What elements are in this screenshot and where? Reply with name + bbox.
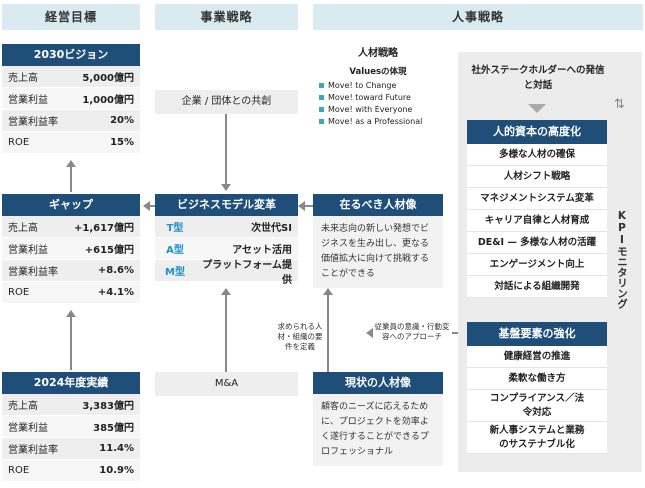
arrow-up-icon	[221, 288, 231, 295]
stakeholder-box: 社外ステークホルダーへの発信と対話	[471, 65, 605, 91]
current-talent-title: 現状の人材像	[313, 372, 443, 394]
value-item: Move! toward Future	[319, 92, 437, 104]
header-business: 事業戦略	[155, 4, 298, 30]
current-talent-card: 現状の人材像 顧客のニーズに応えるために、プロジェクトを効率よく遂行することがで…	[313, 372, 443, 466]
value-item: Move! as a Professional	[319, 116, 437, 128]
arrow-down-icon	[221, 184, 231, 191]
list-item: マネジメントシステム変革	[467, 188, 607, 210]
talent-strategy-box: 人材戦略 Valuesの体現 Move! to Change Move! tow…	[313, 40, 443, 132]
ideal-talent-text: 未来志向の新しい発想でビジネスを生み出し、更なる価値拡大に向けて挑戦することがで…	[313, 216, 443, 288]
ideal-talent-title: 在るべき人材像	[313, 194, 443, 216]
triangle-down-icon	[528, 104, 546, 113]
list-item: T型次世代SI	[155, 216, 298, 238]
arrow-left-icon	[366, 328, 373, 338]
human-capital-card: 人的資本の高度化 多様な人材の確保 人材シフト戦略 マネジメントシステム変革 キ…	[467, 120, 607, 298]
connector-line	[150, 205, 155, 207]
values-title: Valuesの体現	[349, 67, 407, 77]
talent-strategy-title: 人材戦略	[358, 48, 398, 59]
current-talent-text: 顧客のニーズに応えるために、プロジェクトを効率よく遂行することができるプロフェッ…	[313, 394, 443, 466]
gap-table: 売上高+1,617億円 営業利益+615億円 営業利益率+8.6% ROE+4.…	[2, 216, 140, 304]
list-item: 新人事システムと業務のサステナブル化	[467, 422, 607, 454]
arrow-left-icon	[143, 201, 150, 211]
define-requirements-note: 求められる人材・組織の要件を定義	[277, 322, 323, 351]
list-item: キャリア自律と人材育成	[467, 210, 607, 232]
arrow-left-icon	[298, 201, 305, 211]
header-hr: 人事戦略	[313, 4, 643, 30]
table-row: ROE+4.1%	[2, 282, 140, 304]
foundation-title: 基盤要素の強化	[467, 322, 607, 346]
connector-line	[70, 316, 72, 370]
list-item: DE&I — 多様な人材の活躍	[467, 232, 607, 254]
business-transform-card: ビジネスモデル変革 T型次世代SI A型アセット活用 M型プラットフォーム提供	[155, 194, 298, 286]
sync-arrows-icon: ⇅	[614, 97, 625, 112]
table-row: 営業利益+615億円	[2, 238, 140, 260]
table-row: 営業利益率+8.6%	[2, 260, 140, 282]
table-row: 売上高+1,617億円	[2, 216, 140, 238]
header-goals: 経営目標	[2, 4, 140, 30]
business-transform-title: ビジネスモデル変革	[155, 194, 298, 216]
human-capital-title: 人的資本の高度化	[467, 120, 607, 144]
connector-line	[327, 294, 329, 372]
list-item: 対話による組織開発	[467, 276, 607, 298]
behavior-change-note: 従業員の意識・行動変容へのアプローチ	[374, 322, 450, 341]
list-item: コンプライアンス／法令対応	[467, 390, 607, 422]
connector-line	[305, 205, 313, 207]
arrow-up-icon	[66, 160, 76, 167]
foundation-card: 基盤要素の強化 健康経営の推進 柔軟な働き方 コンプライアンス／法令対応 新人事…	[467, 322, 607, 454]
ma-box: M&A	[155, 372, 298, 396]
arrow-up-icon	[66, 310, 76, 317]
list-item: エンゲージメント向上	[467, 254, 607, 276]
cocreation-box: 企業 / 団体との共創	[155, 90, 298, 114]
list-item: 柔軟な働き方	[467, 368, 607, 390]
gap-card: ギャップ 売上高+1,617億円 営業利益+615億円 営業利益率+8.6% R…	[2, 194, 140, 304]
connector-line	[225, 114, 227, 184]
business-type-list: T型次世代SI A型アセット活用 M型プラットフォーム提供	[155, 216, 298, 286]
list-item: 人材シフト戦略	[467, 166, 607, 188]
list-item: M型プラットフォーム提供	[155, 260, 298, 286]
vision2030-title: 2030ビジョン	[2, 44, 140, 66]
gap-title: ギャップ	[2, 194, 140, 216]
list-item: 健康経営の推進	[467, 346, 607, 368]
list-item: A型アセット活用	[155, 238, 298, 260]
value-item: Move! to Change	[319, 80, 437, 92]
connector-line	[70, 166, 72, 192]
connector-line	[225, 294, 227, 372]
actual2024-title: 2024年度実績	[2, 372, 140, 394]
list-item: 多様な人材の確保	[467, 144, 607, 166]
value-item: Move! with Everyone	[319, 104, 437, 116]
kpi-monitoring-label: KPIモニタリング	[616, 210, 628, 309]
arrow-up-icon	[323, 288, 333, 295]
ideal-talent-card: 在るべき人材像 未来志向の新しい発想でビジネスを生み出し、更なる価値拡大に向けて…	[313, 194, 443, 288]
